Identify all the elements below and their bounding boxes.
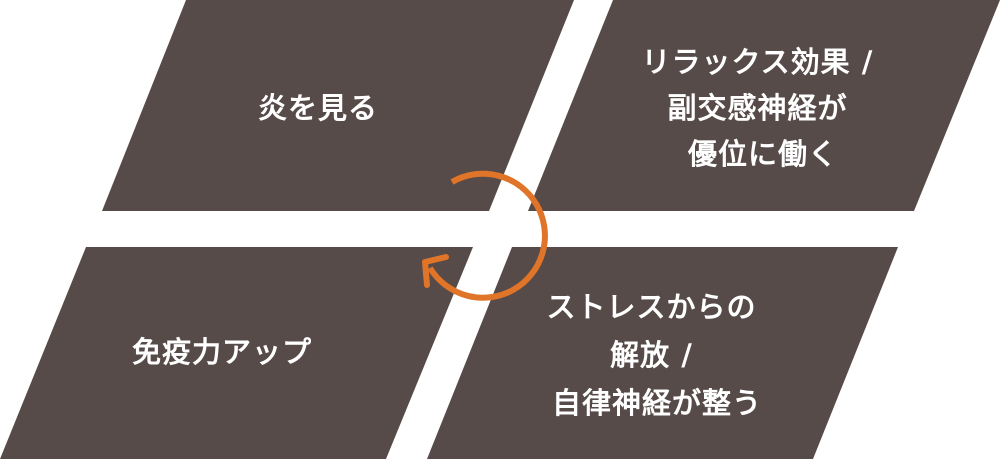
cycle-arrowhead-icon (422, 254, 449, 288)
panel-top-right-line-1: リラックス効果 / (642, 45, 874, 79)
panel-bottom-right-line-1: ストレスからの (546, 290, 756, 324)
panel-bottom-right: ストレスからの 解放 / 自律神経が整う (427, 247, 898, 459)
panel-bottom-right-shape (427, 247, 898, 459)
panel-bottom-left-line-1: 免疫力アップ (132, 335, 312, 369)
panel-top-right-line-3: 優位に働く (687, 137, 838, 171)
cycle-arrow-arc (427, 170, 548, 301)
panel-bottom-right-line-2: 解放 / (610, 338, 693, 372)
panel-top-left-line-1: 炎を見る (258, 91, 378, 125)
panel-top-right: リラックス効果 / 副交感神経が 優位に働く (528, 0, 1000, 211)
panel-bottom-right-label: ストレスからの 解放 / 自律神経が整う (546, 290, 767, 420)
panel-bottom-left: 免疫力アップ (0, 247, 473, 459)
cycle-arrow (422, 170, 548, 301)
panel-top-right-label: リラックス効果 / 副交感神経が 優位に働く (642, 45, 885, 171)
panel-top-left-label: 炎を見る (258, 91, 378, 125)
panel-top-left: 炎を見る (102, 0, 574, 211)
panel-bottom-left-label: 免疫力アップ (132, 335, 312, 369)
panel-bottom-left-shape (0, 247, 473, 459)
panel-bottom-right-line-3: 自律神経が整う (552, 386, 762, 420)
panel-top-right-line-2: 副交感神経が (667, 91, 847, 125)
panel-top-left-shape (102, 0, 574, 211)
panel-top-right-shape (528, 0, 1000, 211)
